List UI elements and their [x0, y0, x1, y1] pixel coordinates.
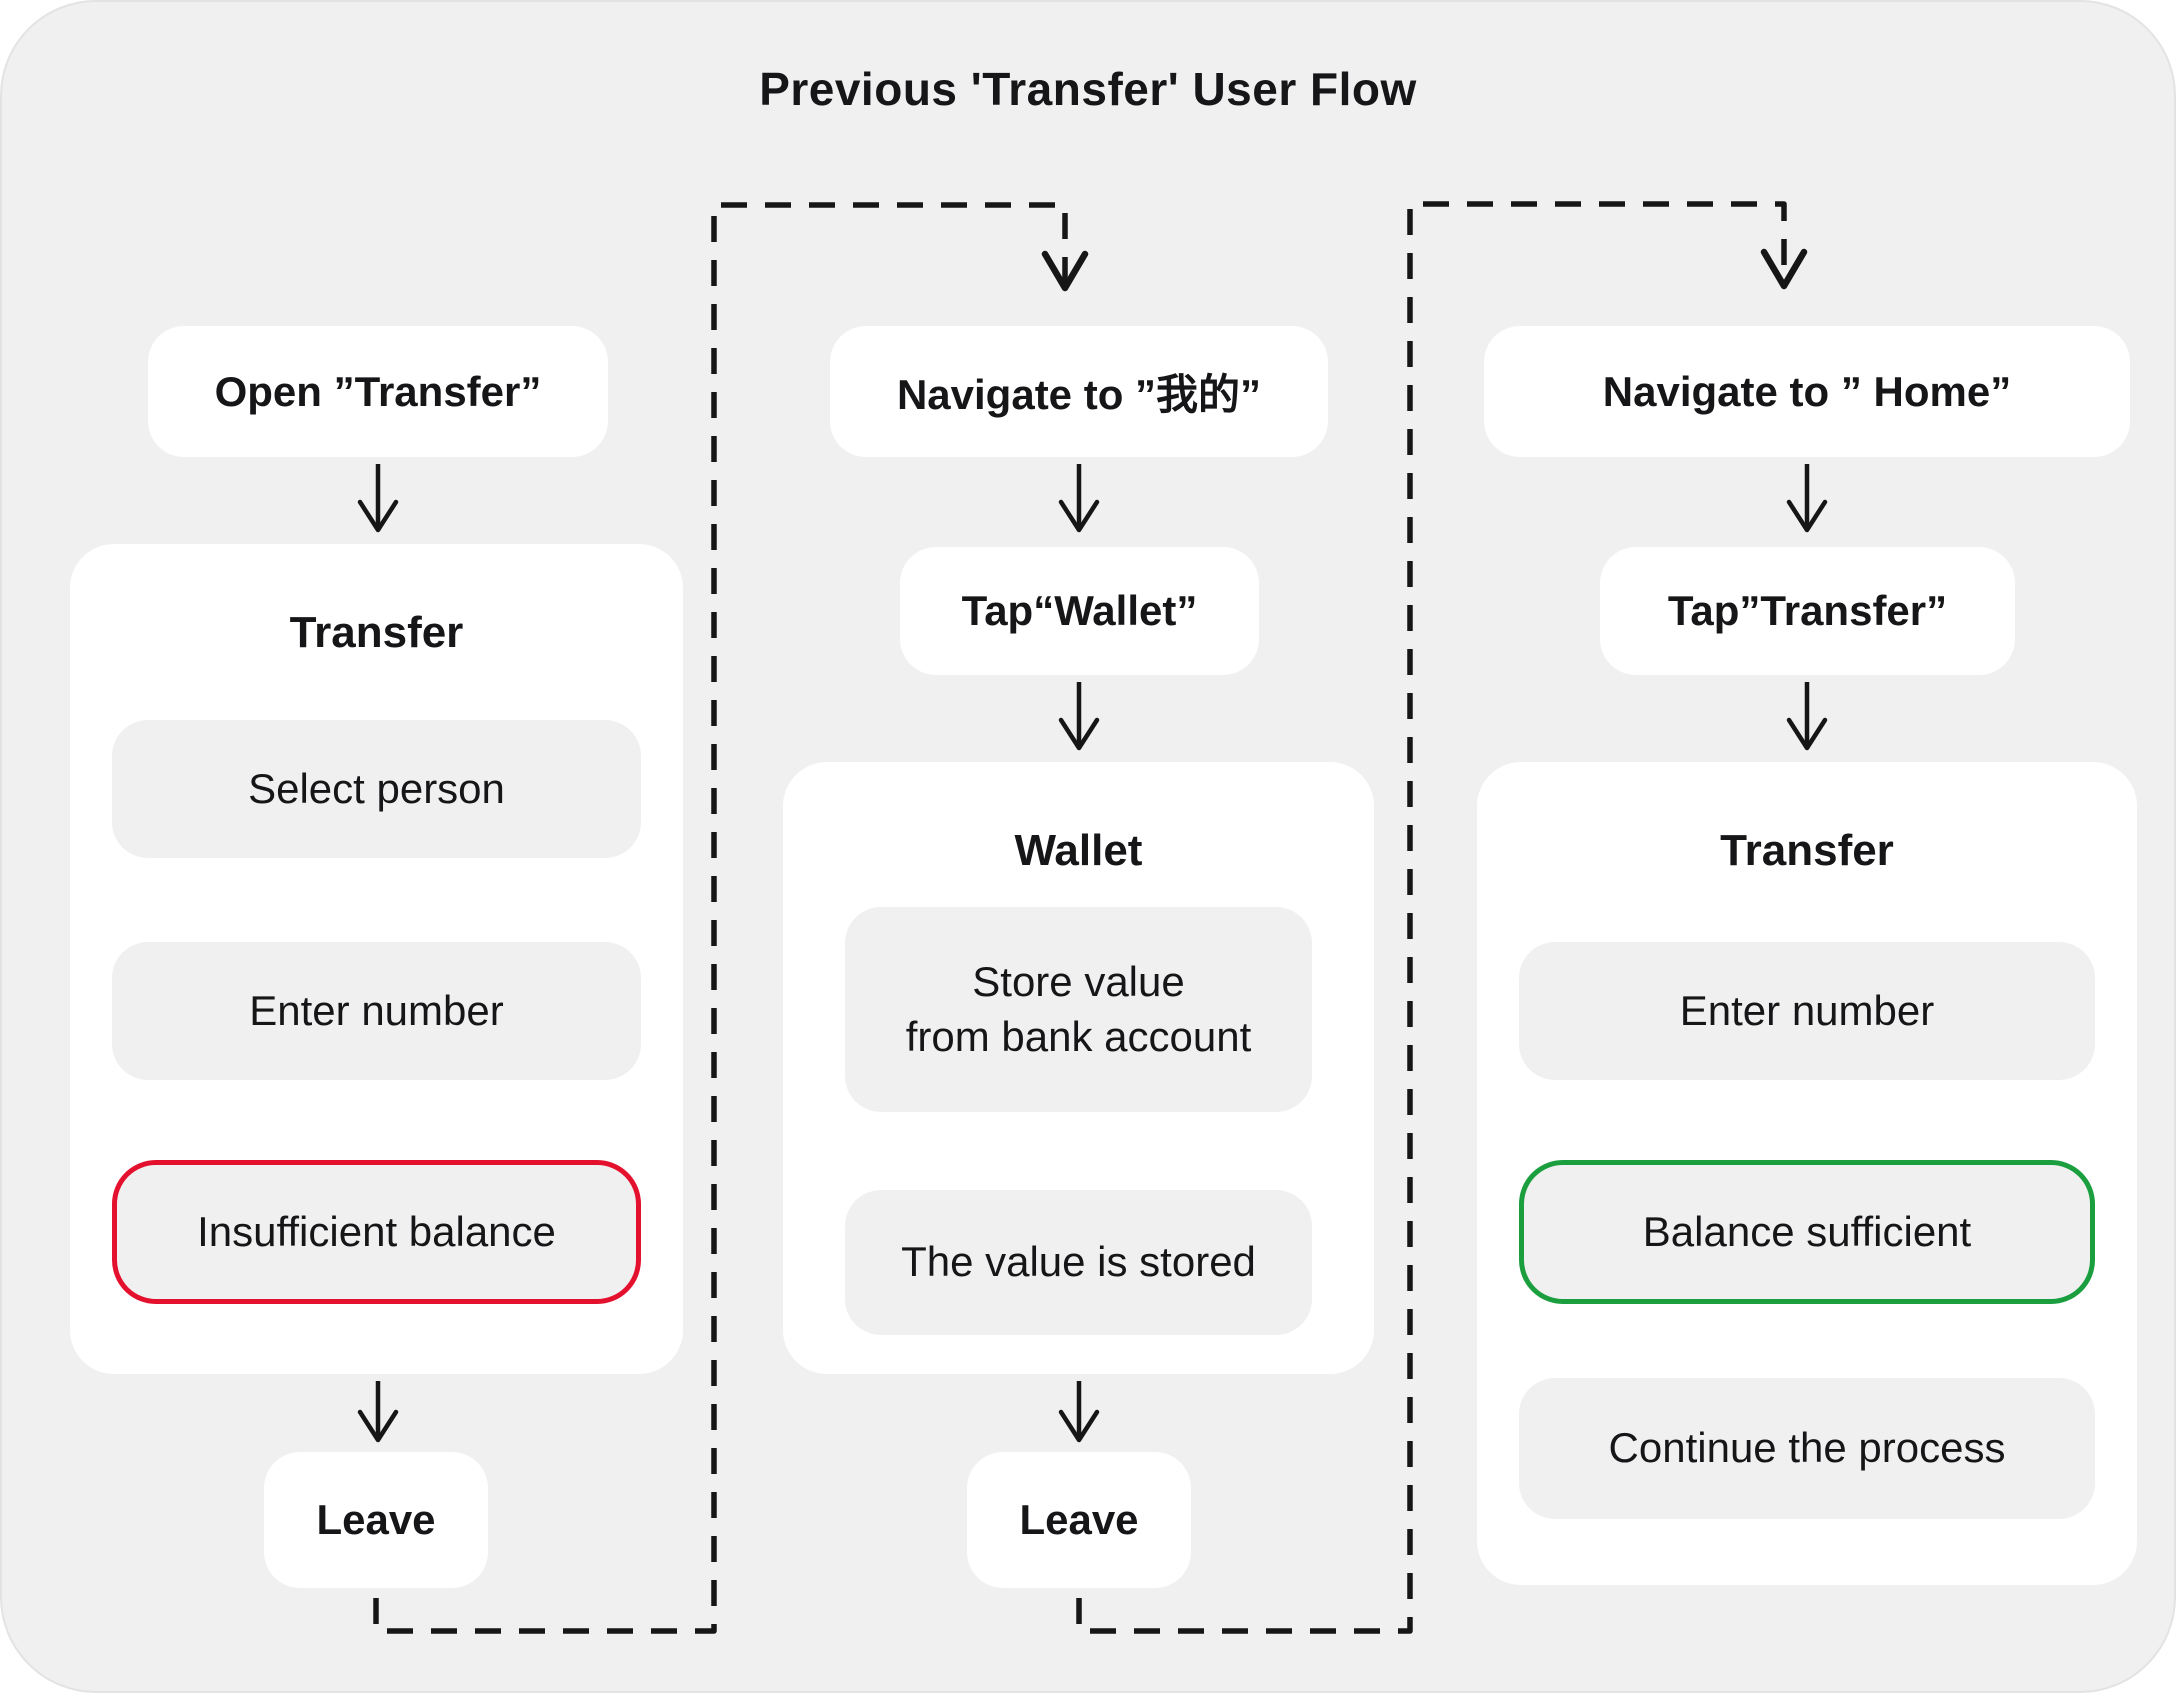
step-enter-number-2: Enter number — [1519, 942, 2095, 1080]
group-title-transfer: Transfer — [289, 608, 464, 657]
dashed-connector-leave2-to-col3 — [1076, 201, 1808, 1634]
step-value-stored: The value is stored — [845, 1190, 1312, 1335]
diagram-title: Previous 'Transfer' User Flow — [759, 63, 1417, 115]
dashed-connector-leave1-to-col2 — [373, 202, 1089, 1634]
group-title-wallet: Wallet — [1014, 826, 1143, 875]
step-store-value-line1: Store value — [972, 957, 1185, 1005]
step-insufficient-balance: Insufficient balance — [112, 1160, 641, 1304]
step-enter-number-1: Enter number — [112, 942, 641, 1080]
node-navigate-wode: Navigate to ”我的” — [830, 326, 1328, 457]
group-wallet: Wallet Store value from bank account The… — [783, 762, 1374, 1374]
node-leave-1: Leave — [264, 1452, 488, 1588]
step-store-value-line2: from bank account — [905, 1012, 1252, 1060]
step-balance-sufficient: Balance sufficient — [1519, 1160, 2095, 1304]
group-transfer-first: Transfer Select person Enter number Insu… — [70, 544, 683, 1374]
node-navigate-home: Navigate to ” Home” — [1484, 326, 2130, 457]
node-tap-transfer: Tap”Transfer” — [1600, 547, 2015, 675]
group-title-transfer-2: Transfer — [1720, 826, 1894, 875]
node-open-transfer: Open ”Transfer” — [148, 326, 608, 457]
step-store-value: Store value from bank account — [845, 907, 1312, 1112]
node-leave-2: Leave — [967, 1452, 1191, 1588]
group-transfer-second: Transfer Enter number Balance sufficient… — [1477, 762, 2137, 1585]
step-select-person: Select person — [112, 720, 641, 858]
node-tap-wallet: Tap“Wallet” — [900, 547, 1259, 675]
step-continue-process: Continue the process — [1519, 1378, 2095, 1519]
